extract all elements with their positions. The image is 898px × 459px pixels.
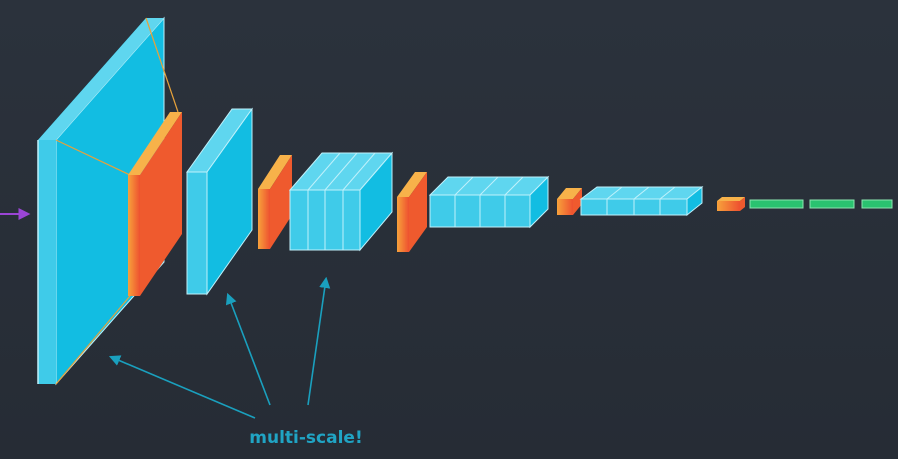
arrow-to-conv-3	[307, 276, 331, 406]
arrow-to-conv-2	[225, 292, 271, 406]
conv-layer-2	[186, 107, 253, 296]
multi-scale-arrows	[108, 276, 331, 419]
fc-layer-1	[749, 199, 804, 209]
pool-layer-4	[557, 188, 582, 215]
pool-layer-2	[258, 155, 292, 249]
multi-scale-label: multi-scale!	[249, 428, 363, 448]
conv-layer-3	[288, 151, 394, 252]
fc-layer-3	[861, 199, 893, 209]
pool-layer-1	[128, 112, 182, 296]
receptive-field-lines	[55, 17, 179, 385]
conv-layer-4	[428, 175, 550, 229]
fc-layers	[749, 199, 893, 209]
conv-layer-5	[579, 185, 704, 217]
pool-layer-5	[717, 197, 745, 211]
arrow-to-input	[108, 355, 256, 419]
pool-layer-3	[397, 172, 427, 252]
fc-layer-2	[809, 199, 855, 209]
